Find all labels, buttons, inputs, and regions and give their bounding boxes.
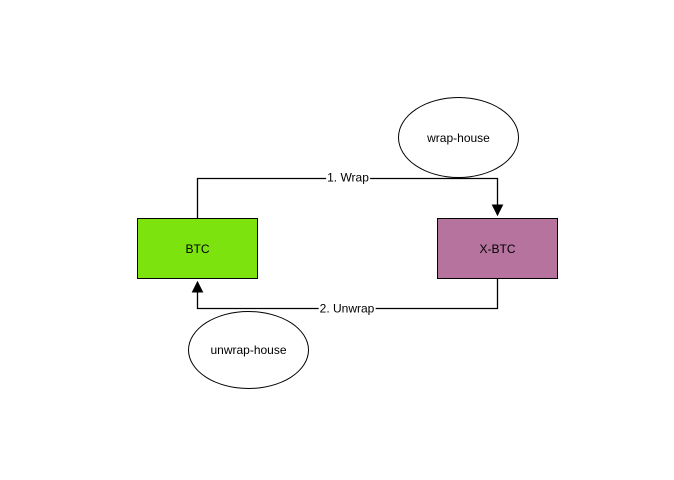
edge-unwrap-label: 2. Unwrap — [318, 301, 376, 316]
node-btc: BTC — [137, 218, 258, 279]
node-wrap-house: wrap-house — [398, 97, 519, 178]
node-wrap-house-label: wrap-house — [427, 130, 490, 145]
node-xbtc: X-BTC — [437, 218, 558, 279]
edge-wrap-label: 1. Wrap — [326, 170, 370, 185]
node-xbtc-label: X-BTC — [479, 241, 516, 256]
node-btc-label: BTC — [185, 241, 210, 256]
node-unwrap-house-label: unwrap-house — [210, 343, 287, 357]
node-unwrap-house: unwrap-house — [188, 311, 309, 389]
